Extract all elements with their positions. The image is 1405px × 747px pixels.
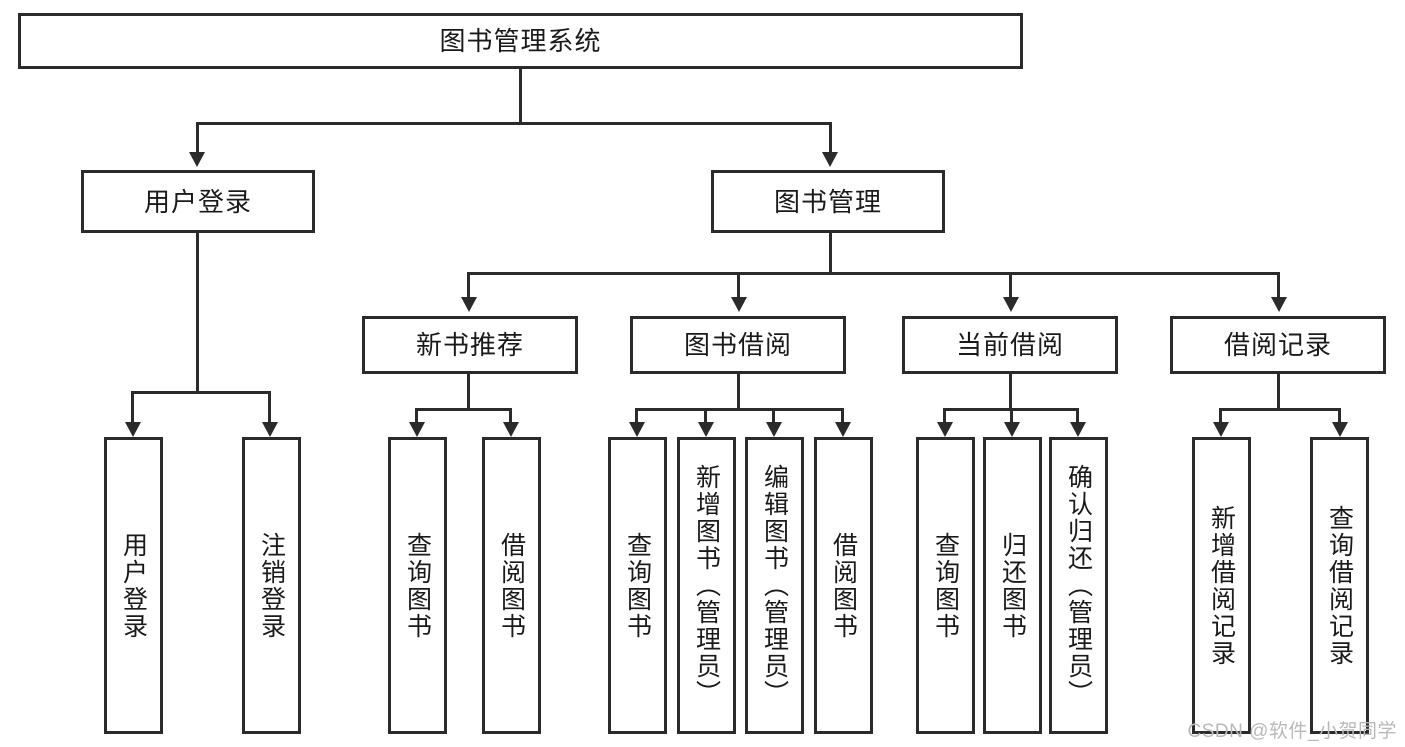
- leaf-confirm-return-admin[interactable]: 确认归还（管理员）: [1049, 437, 1108, 734]
- connector-current-borrow-leaf1: [943, 408, 946, 422]
- arrowhead-leaf-query-book-1: [409, 422, 425, 437]
- leaf-add-book-admin[interactable]: 新增图书（管理员）: [677, 437, 736, 734]
- arrowhead-leaf-user-login: [125, 422, 141, 437]
- arrowhead-leaf-edit-book: [766, 422, 782, 437]
- leaf-logout[interactable]: 注销登录: [242, 437, 301, 734]
- leaf-label: 归还图书: [998, 531, 1027, 640]
- arrowhead-leaf-borrow-book-2: [835, 422, 851, 437]
- connector-current-borrow-trunk: [1009, 374, 1012, 408]
- arrowhead-current-borrow: [1003, 297, 1019, 312]
- arrowhead-leaf-return-book: [1004, 422, 1020, 437]
- connector-borrow-record-bar: [1219, 408, 1341, 411]
- connector-new-book-leaf1: [415, 408, 418, 422]
- connector-new-book-bar: [415, 408, 512, 411]
- leaf-add-borrow-record[interactable]: 新增借阅记录: [1192, 437, 1251, 734]
- connector-book-borrow-leaf4: [841, 408, 844, 422]
- arrowhead-book-manage: [822, 152, 838, 167]
- connector-user-login-trunk: [196, 233, 199, 391]
- connector-root-to-book-manage: [829, 122, 832, 152]
- arrowhead-book-borrow: [731, 297, 747, 312]
- arrowhead-leaf-logout: [262, 422, 278, 437]
- leaf-label: 新增图书（管理员）: [692, 464, 721, 707]
- connector-root-to-user-login: [196, 122, 199, 152]
- connector-borrow-record-leaf1: [1219, 408, 1222, 422]
- connector-book-manage-bar: [467, 272, 1279, 275]
- leaf-label: 查询借阅记录: [1325, 504, 1354, 667]
- node-root-system[interactable]: 图书管理系统: [18, 13, 1023, 69]
- node-label: 图书借阅: [683, 330, 792, 360]
- node-label: 借阅记录: [1223, 330, 1332, 360]
- connector-root-trunk: [519, 69, 522, 122]
- arrowhead-leaf-confirm-return: [1070, 422, 1086, 437]
- leaf-borrow-book[interactable]: 借阅图书: [814, 437, 873, 734]
- leaf-label: 借阅图书: [497, 531, 526, 640]
- leaf-label: 查询图书: [403, 531, 432, 640]
- node-label: 新书推荐: [415, 330, 524, 360]
- leaf-label: 确认归还（管理员）: [1064, 464, 1093, 707]
- leaf-label: 查询图书: [623, 531, 652, 640]
- node-label: 当前借阅: [955, 330, 1064, 360]
- leaf-label: 用户登录: [119, 531, 148, 640]
- connector-book-borrow-leaf3: [772, 408, 775, 422]
- connector-user-login-bar: [131, 391, 271, 394]
- leaf-label: 查询图书: [931, 531, 960, 640]
- node-label: 图书管理系统: [439, 26, 602, 56]
- node-label: 用户登录: [143, 186, 252, 217]
- connector-book-borrow-leaf1: [635, 408, 638, 422]
- connector-new-book-trunk: [467, 374, 470, 408]
- arrowhead-leaf-add-book: [698, 422, 714, 437]
- leaf-query-book-borrow[interactable]: 查询图书: [608, 437, 667, 734]
- leaf-user-login[interactable]: 用户登录: [104, 437, 163, 734]
- connector-user-login-leaf1: [131, 391, 134, 422]
- leaf-label: 借阅图书: [829, 531, 858, 640]
- connector-user-login-leaf2: [268, 391, 271, 422]
- connector-book-borrow-bar: [635, 408, 844, 411]
- arrowhead-leaf-query-record: [1332, 422, 1348, 437]
- arrowhead-leaf-borrow-book-1: [503, 422, 519, 437]
- leaf-label: 新增借阅记录: [1207, 504, 1236, 667]
- arrowhead-leaf-query-book-2: [629, 422, 645, 437]
- connector-book-manage-trunk: [829, 233, 832, 272]
- node-current-borrow[interactable]: 当前借阅: [902, 316, 1118, 374]
- connector-borrow-record-leaf2: [1338, 408, 1341, 422]
- arrowhead-new-book-recommend: [461, 297, 477, 312]
- leaf-borrow-book-recommend[interactable]: 借阅图书: [482, 437, 541, 734]
- arrowhead-borrow-record: [1271, 297, 1287, 312]
- leaf-return-book[interactable]: 归还图书: [983, 437, 1042, 734]
- node-book-borrow[interactable]: 图书借阅: [630, 316, 846, 374]
- leaf-label: 编辑图书（管理员）: [760, 464, 789, 707]
- arrowhead-user-login: [189, 152, 205, 167]
- leaf-edit-book-admin[interactable]: 编辑图书（管理员）: [745, 437, 804, 734]
- connector-to-borrow-record: [1277, 272, 1280, 297]
- leaf-label: 注销登录: [257, 531, 286, 640]
- leaf-query-book-recommend[interactable]: 查询图书: [388, 437, 447, 734]
- connector-book-borrow-leaf2: [704, 408, 707, 422]
- arrowhead-leaf-add-record: [1213, 422, 1229, 437]
- node-new-book-recommend[interactable]: 新书推荐: [362, 316, 578, 374]
- connector-borrow-record-trunk: [1277, 374, 1280, 408]
- node-user-login[interactable]: 用户登录: [81, 170, 315, 233]
- node-label: 图书管理: [773, 186, 882, 217]
- connector-root-bar: [196, 122, 832, 125]
- connector-to-current-borrow: [1009, 272, 1012, 297]
- connector-current-borrow-leaf2: [1010, 408, 1013, 422]
- connector-new-book-leaf2: [509, 408, 512, 422]
- leaf-query-book-current[interactable]: 查询图书: [916, 437, 975, 734]
- connector-to-new-book: [467, 272, 470, 297]
- node-book-manage[interactable]: 图书管理: [711, 170, 945, 233]
- connector-current-borrow-leaf3: [1076, 408, 1079, 422]
- connector-book-borrow-trunk: [737, 374, 740, 408]
- connector-to-book-borrow: [737, 272, 740, 297]
- leaf-query-borrow-record[interactable]: 查询借阅记录: [1310, 437, 1369, 734]
- arrowhead-leaf-query-book-3: [937, 422, 953, 437]
- node-borrow-record[interactable]: 借阅记录: [1170, 316, 1386, 374]
